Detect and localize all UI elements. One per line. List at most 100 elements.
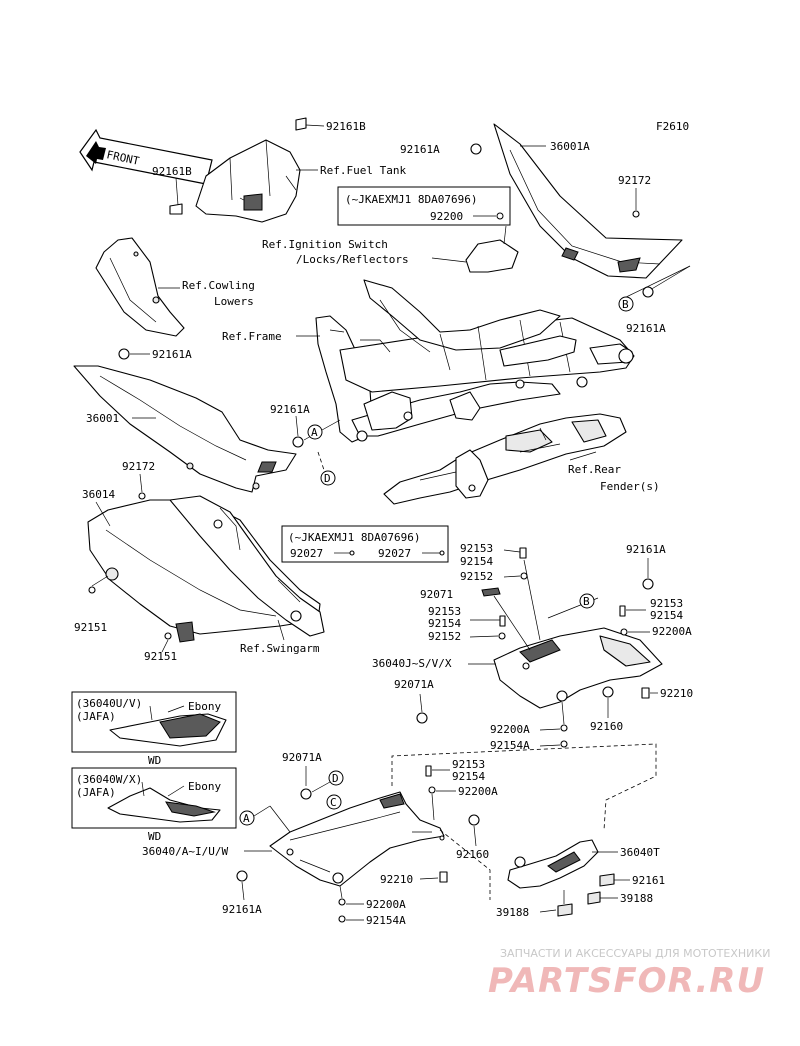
- ref-cowling-2: Lowers: [214, 295, 254, 308]
- grommet-92160-b: [468, 814, 480, 826]
- lower-cover-36040AIUW: [269, 791, 445, 887]
- label-36001A: 36001A: [550, 140, 590, 153]
- label-92161A-far: 92161A: [626, 543, 666, 556]
- circle-ref-A-lower: [239, 810, 255, 826]
- cowling-lowers-ref: [95, 237, 185, 337]
- label-92071A-a: 92071A: [394, 678, 434, 691]
- label-36040T: 36040T: [620, 846, 660, 859]
- svg-text:A: A: [311, 426, 318, 439]
- svg-text:A: A: [243, 812, 250, 825]
- label-92172-right: 92172: [618, 174, 651, 187]
- label-92161A-mid: 92161A: [270, 403, 310, 416]
- circle-ref-B-upper: [618, 296, 634, 312]
- label-92151-a: 92151: [74, 621, 107, 634]
- cover-36001: [73, 365, 297, 493]
- ref-ignition-1: Ref.Ignition Switch: [262, 238, 388, 251]
- label-92151-b: 92151: [144, 650, 177, 663]
- wd2-tag: WD: [148, 830, 161, 843]
- label-92153-c: 92153: [650, 597, 683, 610]
- wd2-color: Ebony: [188, 780, 221, 793]
- label-92161-c: 92161: [632, 874, 665, 887]
- svg-text:D: D: [332, 772, 339, 785]
- label-92161A-left: 92161A: [152, 348, 192, 361]
- grommet-92161A-right: [642, 286, 654, 298]
- ignition-bracket: [465, 239, 519, 273]
- serial-upper-part: 92200: [430, 210, 463, 223]
- label-39188-a: 39188: [496, 906, 529, 919]
- label-92154-a: 92154: [460, 555, 493, 568]
- ref-rear-fender-2: Fender(s): [600, 480, 660, 493]
- label-92152-a: 92152: [460, 570, 493, 583]
- label-92153-b: 92153: [428, 605, 461, 618]
- serial-middle-part-a: 92027: [290, 547, 323, 560]
- label-92154-d: 92154: [452, 770, 485, 783]
- wd2-market: (JAFA): [76, 786, 116, 799]
- label-36040AIUW: 36040/A~I/U/W: [142, 845, 228, 858]
- label-92161A-right: 92161A: [626, 322, 666, 335]
- grommet-92161A-mid: [292, 436, 304, 448]
- label-92160-b: 92160: [456, 848, 489, 861]
- circle-ref-D-lower: [328, 770, 344, 786]
- label-92161A-top: 92161A: [400, 143, 440, 156]
- circle-ref-D-upper: [320, 470, 336, 486]
- grommet-92161A-far: [642, 578, 654, 590]
- label-92161B-top: 92161B: [326, 120, 366, 133]
- grommet-92071A-a: [416, 712, 428, 724]
- label-36001: 36001: [86, 412, 119, 425]
- grommet-92161A-left: [118, 348, 130, 360]
- svg-text:C: C: [330, 796, 337, 809]
- label-92161A-bottom: 92161A: [222, 903, 262, 916]
- wd1-color: Ebony: [188, 700, 221, 713]
- undercover-36040JSVX: [493, 627, 663, 709]
- svg-text:B: B: [583, 595, 590, 608]
- serial-middle-part-b: 92027: [378, 547, 411, 560]
- label-36040JSVX: 36040J~S/V/X: [372, 657, 452, 670]
- ref-frame: Ref.Frame: [222, 330, 282, 343]
- rear-cover-36040T: [507, 839, 599, 889]
- watermark: ЗАПЧАСТИ И АКСЕССУАРЫ ДЛЯ МОТОТЕХНИКИ PA…: [488, 947, 770, 1001]
- wd2-model: (36040W/X): [76, 773, 142, 786]
- watermark-brand: PARTSFOR.RU: [488, 961, 765, 1001]
- grommet-92161A-top: [470, 143, 482, 155]
- grommet-92071A-b: [300, 788, 312, 800]
- serial-box-middle: [281, 525, 449, 563]
- dashed-guide-1: [391, 743, 657, 831]
- circle-ref-B-mid: [579, 593, 595, 609]
- label-92200A-c: 92200A: [458, 785, 498, 798]
- label-92200A-b: 92200A: [490, 723, 530, 736]
- serial-upper-text: (~JKAEXMJ1 8DA07696): [345, 193, 477, 206]
- wd1-model: (36040U/V): [76, 697, 142, 710]
- fuel-tank-ref: [169, 117, 307, 223]
- label-92154A-a: 92154A: [490, 739, 530, 752]
- serial-box-upper: [337, 186, 511, 226]
- swingarm-ref: [169, 495, 325, 637]
- label-92154-c: 92154: [650, 609, 683, 622]
- ref-cowling-1: Ref.Cowling: [182, 279, 255, 292]
- label-92161B-left: 92161B: [152, 165, 192, 178]
- ref-ignition-2: /Locks/Reflectors: [296, 253, 409, 266]
- dashed-guide-2: [439, 829, 491, 900]
- watermark-line1: ЗАПЧАСТИ И АКСЕССУАРЫ ДЛЯ МОТОТЕХНИКИ: [500, 947, 770, 960]
- label-92153-d: 92153: [452, 758, 485, 771]
- serial-middle-text: (~JKAEXMJ1 8DA07696): [288, 531, 420, 544]
- svg-text:B: B: [622, 298, 629, 311]
- circle-ref-C-lower: [326, 794, 342, 810]
- ref-fuel-tank: Ref.Fuel Tank: [320, 164, 406, 177]
- front-arrow: FRONT: [79, 128, 213, 185]
- label-92071A-b: 92071A: [282, 751, 322, 764]
- label-36014: 36014: [82, 488, 115, 501]
- label-92200A-d: 92200A: [366, 898, 406, 911]
- rear-fender-ref: [383, 413, 627, 505]
- cover-36001A: [493, 123, 683, 279]
- label-92154A-b: 92154A: [366, 914, 406, 927]
- frame-ref: [315, 279, 635, 443]
- label-92210-a: 92210: [660, 687, 693, 700]
- label-92172-left: 92172: [122, 460, 155, 473]
- label-92152-b: 92152: [428, 630, 461, 643]
- label-39188-b: 39188: [620, 892, 653, 905]
- wd1-tag: WD: [148, 754, 161, 767]
- label-92160-a: 92160: [590, 720, 623, 733]
- grommet-92161A-bottom: [236, 870, 248, 882]
- figure-code: F2610: [656, 120, 689, 133]
